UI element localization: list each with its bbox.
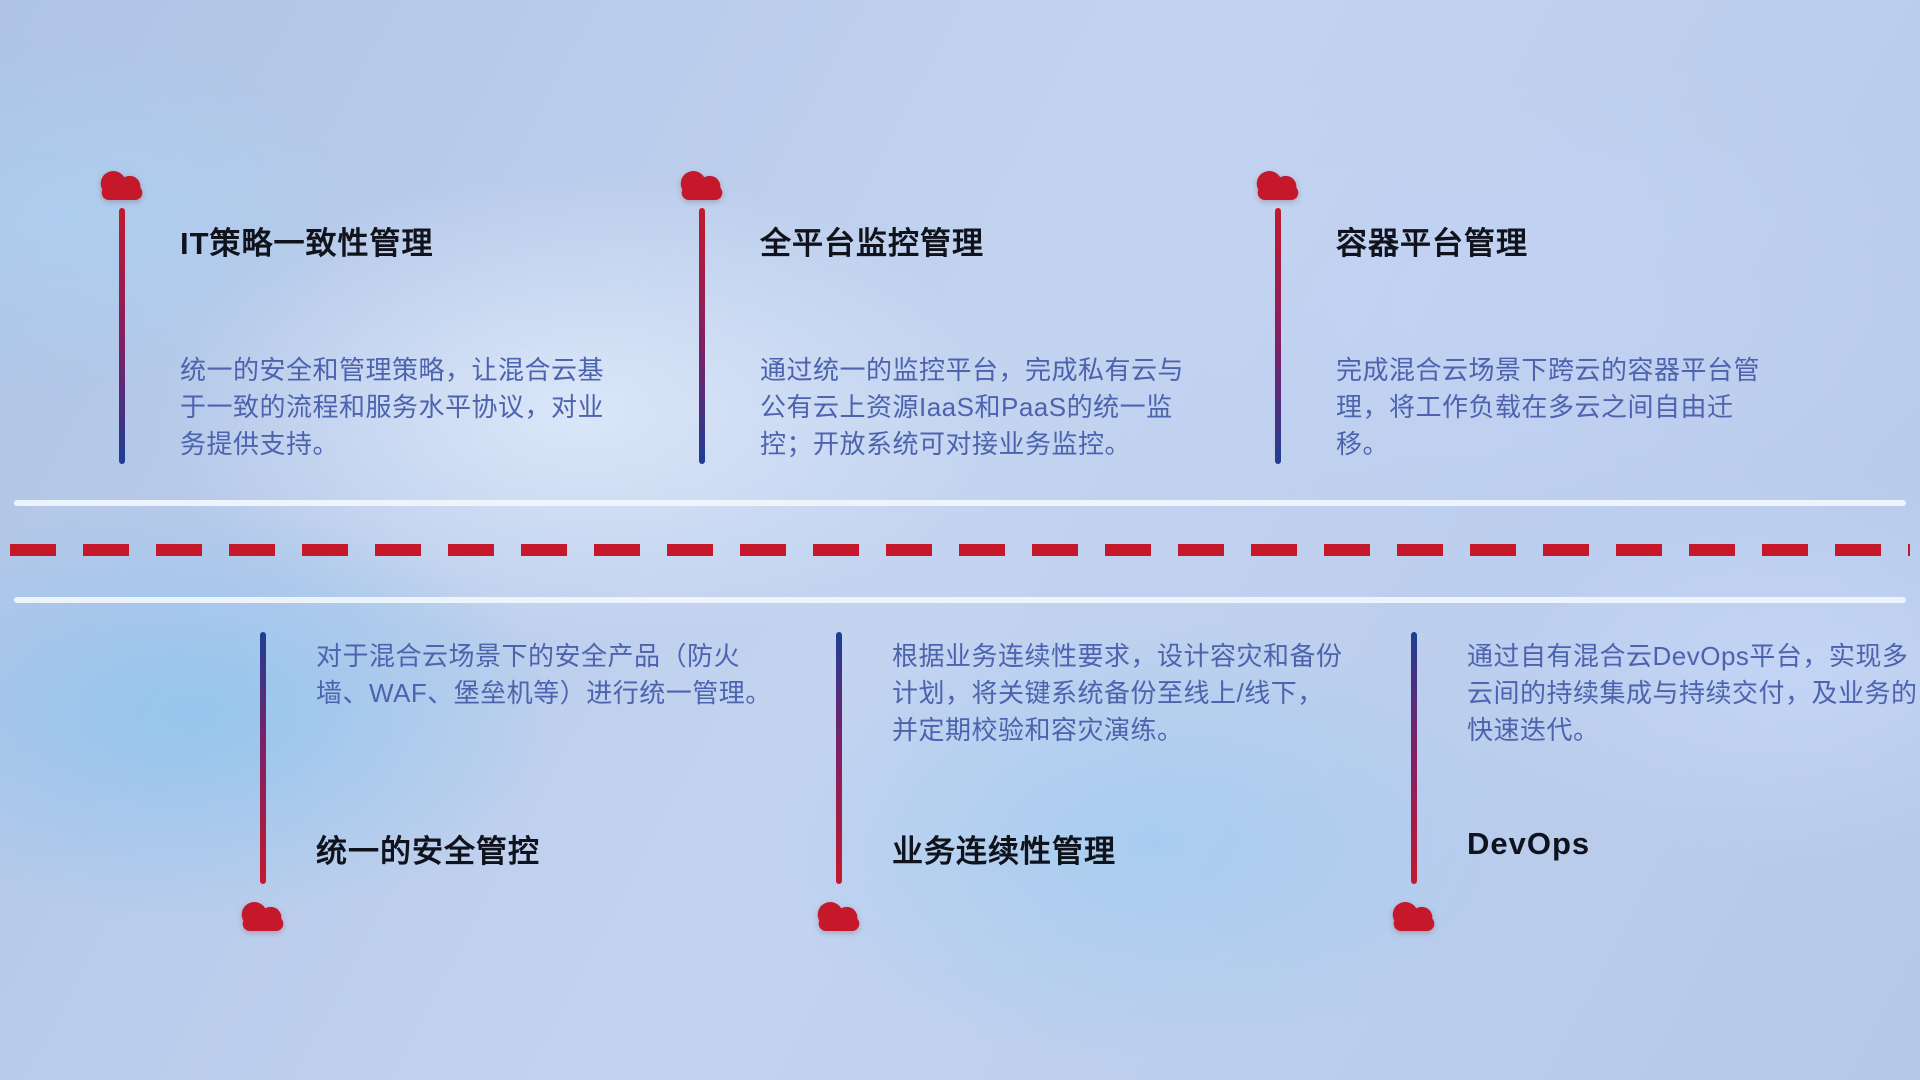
connector-line	[1411, 632, 1417, 884]
feature-title: 统一的安全管控	[316, 834, 540, 869]
connector-line	[1275, 208, 1281, 464]
connector-line	[836, 632, 842, 884]
feature-title: 全平台监控管理	[760, 226, 984, 261]
cloud-icon	[1392, 902, 1435, 931]
connector-line	[699, 208, 705, 464]
timeline-solid-line-top	[14, 500, 1906, 506]
cloud-icon	[817, 902, 860, 931]
feature-description: 通过自有混合云DevOps平台，实现多云间的持续集成与持续交付，及业务的快速迭代…	[1467, 641, 1918, 745]
cloud-icon	[241, 902, 284, 931]
feature-title: IT策略一致性管理	[180, 226, 434, 261]
feature-description: 完成混合云场景下跨云的容器平台管理，将工作负载在多云之间自由迁移。	[1336, 355, 1761, 459]
connector-line	[260, 632, 266, 884]
feature-description: 根据业务连续性要求，设计容灾和备份计划，将关键系统备份至线上/线下，并定期校验和…	[892, 641, 1343, 745]
feature-description: 对于混合云场景下的安全产品（防火墙、WAF、堡垒机等）进行统一管理。	[316, 641, 772, 708]
timeline-dashed-line	[10, 544, 1910, 556]
feature-title: 容器平台管理	[1336, 226, 1528, 261]
feature-description: 统一的安全和管理策略，让混合云基于一致的流程和服务水平协议，对业务提供支持。	[180, 355, 605, 459]
timeline-solid-line-bottom	[14, 597, 1906, 603]
feature-description: 通过统一的监控平台，完成私有云与公有云上资源IaaS和PaaS的统一监控；开放系…	[760, 355, 1185, 459]
cloud-icon	[100, 171, 143, 200]
feature-title: 业务连续性管理	[892, 834, 1116, 869]
cloud-icon	[680, 171, 723, 200]
feature-title: DevOps	[1467, 826, 1591, 861]
cloud-icon	[1256, 171, 1299, 200]
connector-line	[119, 208, 125, 464]
